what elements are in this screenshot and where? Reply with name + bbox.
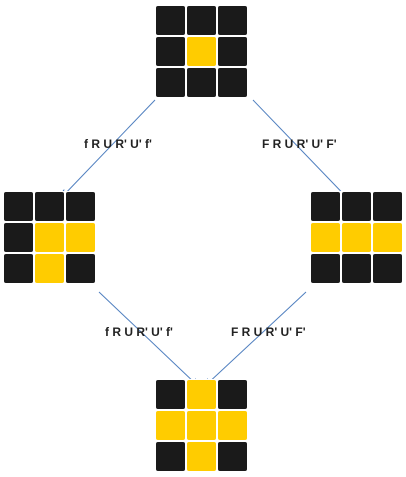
sticker-yellow xyxy=(373,223,402,252)
sticker-yellow xyxy=(311,223,340,252)
sticker-dark xyxy=(373,192,402,221)
cube-cross xyxy=(155,379,247,471)
sticker-dark xyxy=(156,380,185,409)
sticker-dark xyxy=(156,37,185,66)
sticker-dark xyxy=(35,192,64,221)
sticker-yellow xyxy=(187,442,216,471)
sticker-yellow xyxy=(187,37,216,66)
sticker-yellow xyxy=(156,411,185,440)
arrow-line-to-cross xyxy=(205,291,307,386)
sticker-yellow xyxy=(35,223,64,252)
cube-line xyxy=(310,191,402,283)
algorithm-label-top-left: f R U R' U' f' xyxy=(84,137,152,151)
algorithm-label-bottom-right: F R U R' U' F' xyxy=(231,325,306,339)
sticker-dark xyxy=(311,192,340,221)
sticker-dark xyxy=(373,254,402,283)
arrow-start-to-l-shape xyxy=(62,99,156,197)
cube-l-shape xyxy=(3,191,95,283)
sticker-dark xyxy=(218,68,247,97)
sticker-dark xyxy=(4,192,33,221)
sticker-yellow xyxy=(187,411,216,440)
algorithm-label-top-right: F R U R' U' F' xyxy=(262,137,337,151)
sticker-dark xyxy=(311,254,340,283)
sticker-yellow xyxy=(342,223,371,252)
cube-start xyxy=(155,5,247,97)
sticker-dark xyxy=(4,254,33,283)
sticker-dark xyxy=(4,223,33,252)
sticker-dark xyxy=(156,442,185,471)
sticker-dark xyxy=(187,68,216,97)
sticker-dark xyxy=(218,6,247,35)
sticker-yellow xyxy=(66,223,95,252)
sticker-dark xyxy=(218,442,247,471)
sticker-dark xyxy=(66,254,95,283)
sticker-dark xyxy=(156,68,185,97)
arrow-l-shape-to-cross xyxy=(98,291,198,386)
sticker-yellow xyxy=(187,380,216,409)
arrow-start-to-line xyxy=(252,99,356,207)
sticker-yellow xyxy=(35,254,64,283)
sticker-yellow xyxy=(218,411,247,440)
sticker-dark xyxy=(66,192,95,221)
sticker-dark xyxy=(342,192,371,221)
sticker-dark xyxy=(218,37,247,66)
algorithm-label-bottom-left: f R U R' U' f' xyxy=(105,325,173,339)
sticker-dark xyxy=(187,6,216,35)
sticker-dark xyxy=(218,380,247,409)
sticker-dark xyxy=(342,254,371,283)
sticker-dark xyxy=(156,6,185,35)
